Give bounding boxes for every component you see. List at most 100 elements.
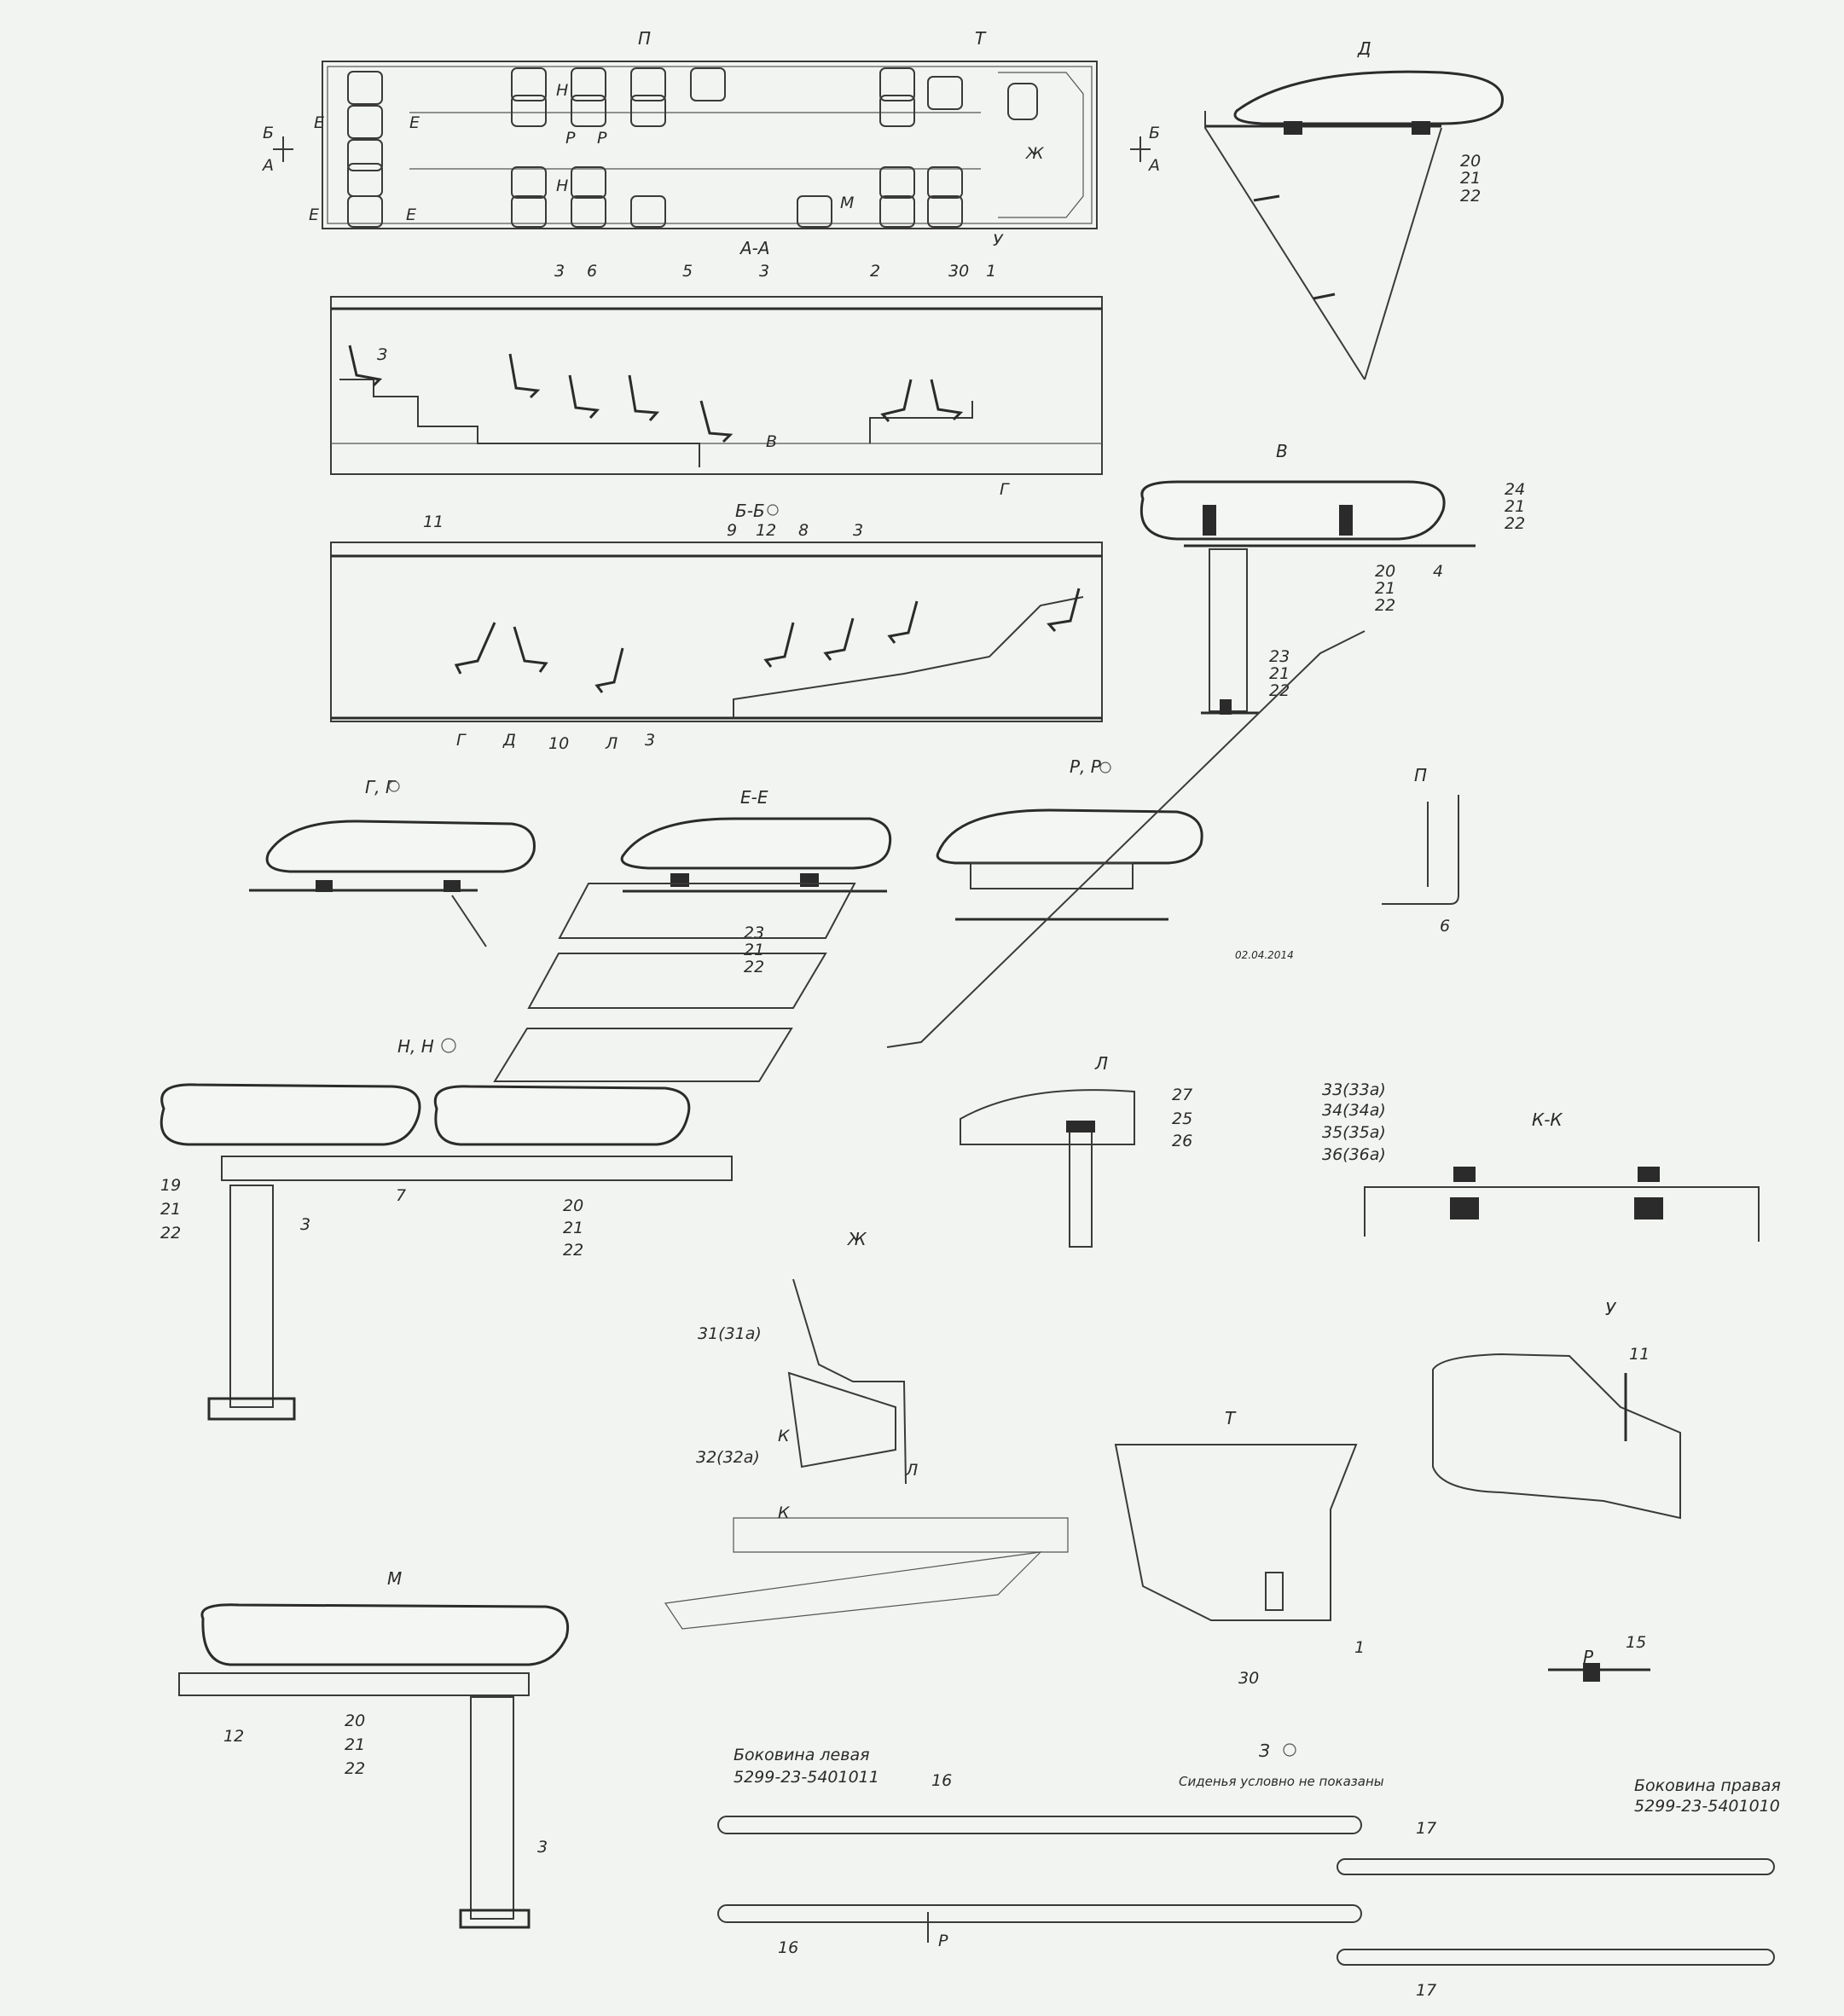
bb-seats [454,588,1081,693]
svg-text:10: 10 [548,734,569,753]
svg-text:Т: Т [1225,1408,1237,1428]
view-r: Р 15 [1548,1633,1650,1682]
svg-text:20: 20 [563,1196,583,1215]
svg-text:Ж: Ж [846,1229,867,1249]
svg-text:17: 17 [1416,1981,1436,2000]
svg-text:22: 22 [1269,681,1290,700]
svg-text:30: 30 [1238,1669,1259,1688]
svg-text:6: 6 [587,262,597,281]
view-zh: Ж 31(31а) 32(32а) К К Л [664,1229,1069,1630]
view-z: З Сиденья условно не показаны Боковина л… [717,1741,1781,2000]
svg-text:К-К: К-К [1532,1109,1563,1130]
zigzag-graphic [493,630,1366,1082]
svg-text:Д: Д [1357,38,1371,59]
svg-text:19: 19 [160,1176,181,1195]
svg-text:Р: Р [565,129,576,148]
cut-marker-left: Б А [261,124,293,175]
svg-text:33(33а): 33(33а) [1322,1080,1386,1099]
svg-text:Р: Р [1583,1647,1594,1667]
view-pp: Р, Р 02.04.2014 [936,756,1294,961]
svg-text:З: З [377,345,387,364]
svg-text:Н, Н: Н, Н [397,1036,434,1057]
svg-text:7: 7 [396,1186,406,1205]
svg-text:Е: Е [406,206,416,224]
bus-outline [322,61,1098,229]
svg-text:Б: Б [263,124,274,142]
view-u: У 11 [1432,1299,1681,1520]
svg-text:Е-Е: Е-Е [740,787,768,808]
svg-text:П: П [1414,765,1427,785]
svg-text:Е: Е [314,113,324,132]
svg-text:26: 26 [1172,1132,1192,1150]
plan-view-title: П [638,28,651,49]
plan-seat-grid [347,67,1038,228]
left-part-number: 5299-23-5401011 [734,1768,879,1787]
svg-text:3: 3 [853,521,863,540]
svg-text:У: У [993,231,1004,250]
svg-text:1: 1 [986,262,996,281]
svg-text:А: А [261,156,274,175]
svg-text:Ж: Ж [1025,144,1045,163]
svg-text:22: 22 [1460,187,1481,206]
section-aa: А-А 3 6 5 3 2 30 1 З В Г [330,238,1103,499]
svg-text:3: 3 [759,262,769,281]
svg-text:36(36а): 36(36а) [1322,1145,1386,1164]
svg-text:В: В [766,432,777,451]
svg-text:Л: Л [1094,1053,1108,1074]
svg-text:11: 11 [423,513,444,531]
plan-view-title-t: Т [975,28,987,49]
svg-text:Б: Б [1149,124,1160,142]
svg-text:Г, Г: Г, Г [365,777,397,797]
view-m: М 12 20 21 22 3 [178,1568,569,1929]
svg-text:Л: Л [905,1461,918,1480]
svg-text:22: 22 [1505,514,1525,533]
svg-text:5: 5 [682,262,693,281]
view-d: Д 20 21 22 [1204,38,1504,380]
svg-text:22: 22 [744,958,764,976]
section-bb-title: Б-Б [735,501,765,521]
section-bb: Б-Б 11 9 12 8 3 Г Д 10 Л 3 [330,501,1103,753]
svg-text:М: М [387,1568,402,1589]
svg-text:25: 25 [1172,1109,1192,1128]
view-l: Л 27 25 26 [960,1053,1192,1248]
svg-text:22: 22 [345,1759,365,1778]
svg-text:Р: Р [597,129,607,148]
svg-text:22: 22 [563,1241,583,1260]
svg-text:Е: Е [309,206,319,224]
svg-text:Р, Р: Р, Р [1070,756,1102,777]
svg-text:22: 22 [1375,596,1395,615]
svg-text:3: 3 [537,1838,548,1857]
svg-text:21: 21 [563,1219,583,1237]
right-part-number: 5299-23-5401010 [1634,1797,1780,1816]
svg-text:24: 24 [1505,480,1525,499]
view-kk: К-К 33(33а) 34(34а) 35(35а) 36(36а) [1322,1080,1760,1242]
svg-text:21: 21 [1460,169,1481,188]
right-side-label: Боковина правая [1634,1776,1781,1795]
svg-text:16: 16 [778,1938,798,1957]
svg-text:15: 15 [1626,1633,1646,1652]
svg-text:21: 21 [1375,579,1395,598]
svg-text:1: 1 [1354,1638,1365,1657]
svg-text:6: 6 [1440,917,1450,936]
view-t: Т 1 30 [1114,1408,1365,1688]
svg-text:3: 3 [645,731,655,750]
svg-text:Е: Е [409,113,420,132]
svg-text:20: 20 [1375,562,1395,581]
svg-text:12: 12 [756,521,776,540]
svg-text:23: 23 [1269,647,1290,666]
svg-text:27: 27 [1172,1086,1192,1104]
svg-text:А: А [1147,156,1160,175]
svg-text:12: 12 [223,1727,244,1746]
svg-text:21: 21 [160,1200,181,1219]
svg-text:К: К [778,1503,791,1522]
svg-text:Р: Р [938,1932,948,1950]
svg-text:Л: Л [605,734,618,753]
svg-text:34(34а): 34(34а) [1322,1101,1386,1120]
svg-text:35(35а): 35(35а) [1322,1123,1386,1142]
svg-text:Д: Д [502,731,516,750]
svg-text:У: У [1605,1299,1617,1319]
svg-text:32(32а): 32(32а) [696,1448,760,1467]
svg-text:8: 8 [798,521,809,540]
svg-text:4: 4 [1433,562,1443,581]
svg-text:11: 11 [1629,1345,1650,1364]
